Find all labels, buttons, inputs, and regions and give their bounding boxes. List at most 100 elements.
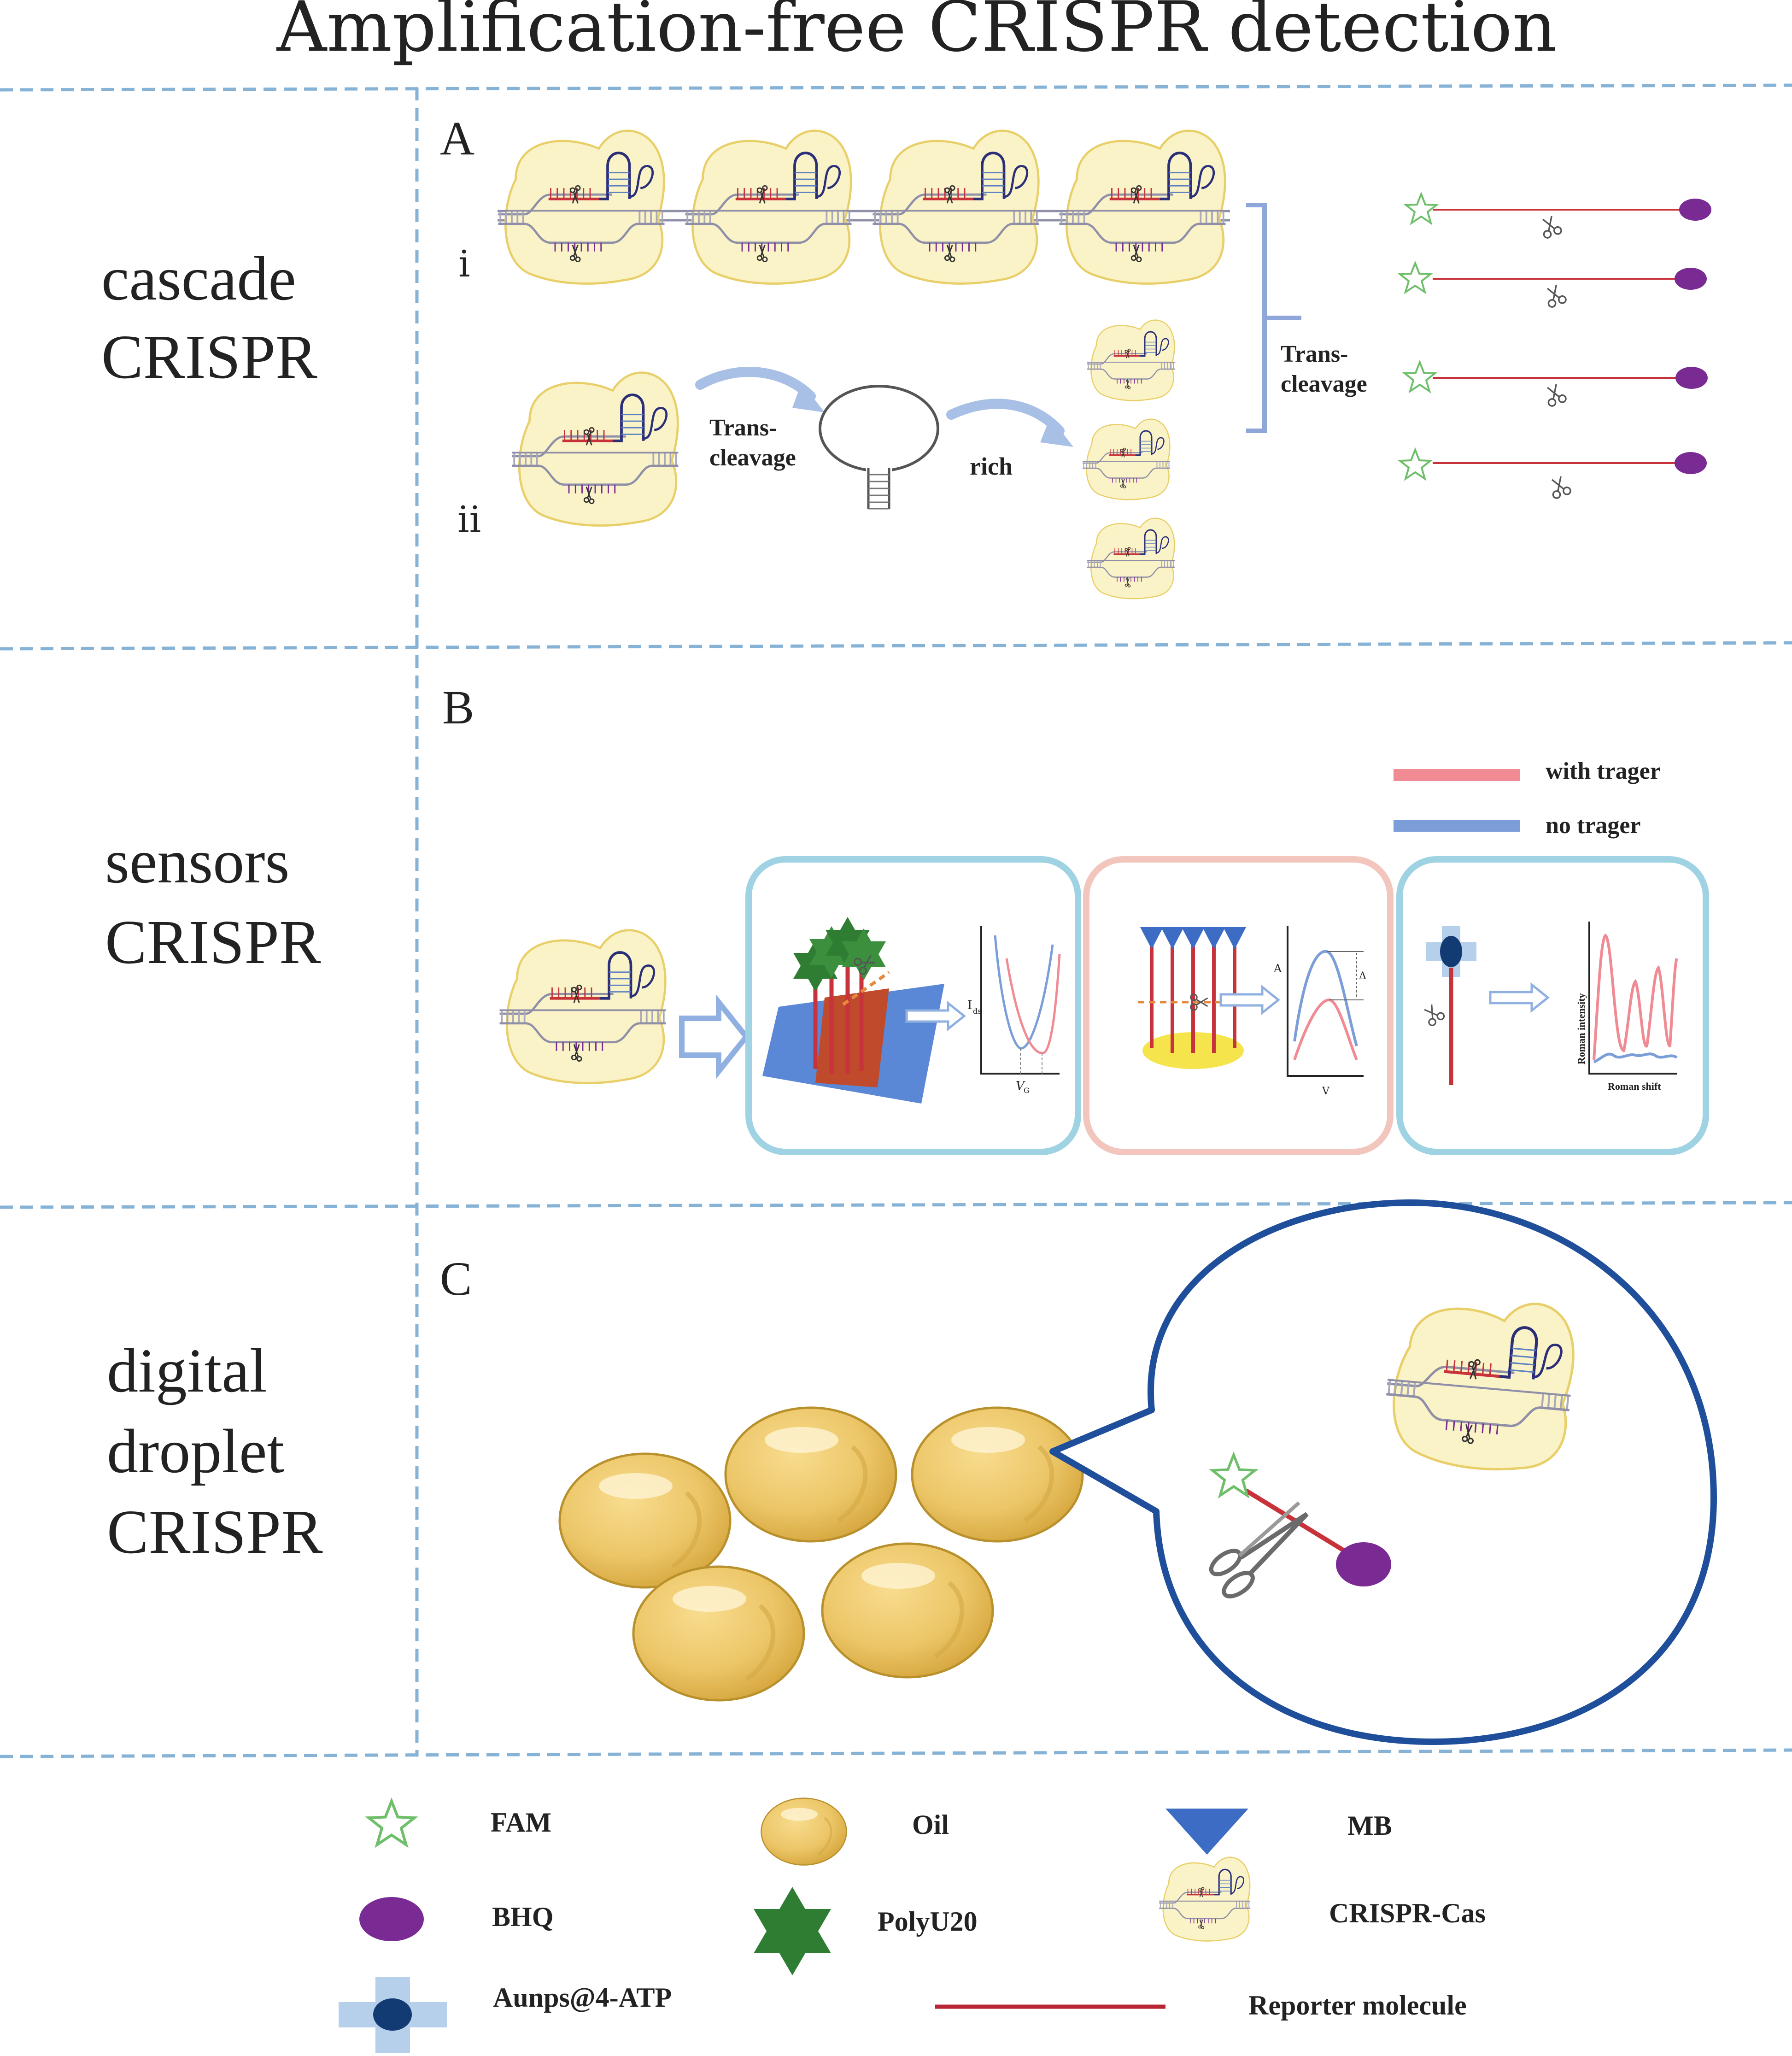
fam-star-icon [1405, 193, 1437, 224]
mb-triangle-icon [1223, 927, 1246, 949]
aunps-cross-icon [339, 1977, 447, 2053]
reporter-3 [1404, 361, 1708, 408]
mb-triangle-icon [1161, 927, 1184, 949]
bhq-ellipse-icon [1675, 367, 1708, 389]
oil-droplet-4 [633, 1567, 804, 1700]
row-label-sensors-line1: sensors [105, 827, 289, 896]
row-label-digital-line3: CRISPR [107, 1498, 323, 1567]
electrode [1138, 927, 1246, 1069]
row-label-digital: digital droplet CRISPR [107, 1336, 323, 1567]
sers-xlabel: Roman shift [1608, 1081, 1661, 1092]
fet-plot: I ds V G [967, 926, 1061, 1095]
row-label-cascade-line1: cascade [101, 244, 296, 313]
sers-curve-no-trager [1593, 1052, 1678, 1063]
aunps-cross-icon [1440, 936, 1462, 967]
scissors-icon [1542, 382, 1568, 408]
echem-xlabel: V [1322, 1086, 1330, 1097]
cas-complex-rich-1 [1086, 319, 1176, 401]
sers-probe [1420, 926, 1476, 1085]
fam-star-icon [1404, 361, 1436, 392]
polyu20-star-icon [842, 928, 886, 980]
rich-label: rich [970, 452, 1013, 480]
polyu20-star-icon [754, 1887, 831, 1975]
panel-a-sub-ii: ii [457, 498, 481, 541]
reporter-2 [1399, 262, 1707, 309]
cas-chain [498, 131, 1230, 284]
panel-c: C [440, 1199, 1717, 1745]
fam-star-icon [1399, 449, 1431, 480]
panel-b-letter: B [442, 681, 474, 734]
trager-legend: with trager no trager [1394, 758, 1661, 839]
row-label-digital-line1: digital [107, 1336, 267, 1405]
panel-c-letter: C [440, 1252, 472, 1305]
legend-fam-label: FAM [491, 1807, 551, 1838]
row-label-sensors-line2: CRISPR [105, 908, 321, 977]
fet-xlabel-sub: G [1024, 1086, 1030, 1095]
fet-ylabel-sub: ds [973, 1007, 981, 1016]
bhq-ellipse-icon [1675, 268, 1707, 290]
sers-curve-with-trager [1593, 934, 1678, 1060]
oil-droplet-3 [912, 1408, 1083, 1541]
row-label-cascade: cascade CRISPR [101, 244, 317, 392]
fet-curve-with-trager [1005, 953, 1061, 1054]
bhq-ellipse-icon [1336, 1542, 1391, 1586]
fet-xlabel: V [1016, 1079, 1025, 1093]
bhq-ellipse-icon [1679, 199, 1711, 221]
fam-star-icon [1399, 262, 1431, 293]
reporter-4 [1399, 449, 1707, 500]
fam-star-icon [369, 1801, 415, 1845]
bhq-ellipse-icon [359, 1897, 424, 1941]
reporter-zoom [1209, 1455, 1391, 1598]
panel-a: A i ii Trans- cleavage [440, 112, 1711, 599]
cas-complex-i-3 [873, 131, 1039, 284]
large-scissors-icon [1209, 1501, 1309, 1598]
grid-dividers [0, 83, 1792, 1758]
mb-triangle-icon [1140, 927, 1163, 949]
scissors-icon [1547, 474, 1572, 500]
fet-chip [762, 917, 944, 1104]
electrochem-plot: Δ A V [1273, 926, 1366, 1097]
no-trager-label: no trager [1546, 812, 1640, 839]
sers-ylabel: Roman intensity [1575, 993, 1587, 1064]
with-trager-label: with trager [1546, 758, 1661, 784]
trans-cleavage-center: Trans- cleavage [709, 415, 796, 471]
diagram-title: Amplification-free CRISPR detection [276, 0, 1557, 67]
crispr-cas-icon [1158, 1856, 1251, 1942]
cas-complex-i-1 [498, 131, 665, 284]
row-label-cascade-line2: CRISPR [101, 323, 317, 392]
hairpin-loop [819, 385, 939, 510]
trans-cleavage-right-line2: cleavage [1281, 371, 1367, 397]
curved-arrow-1 [695, 367, 816, 401]
panel-a-letter: A [440, 112, 474, 165]
cas-complex-sensor [500, 930, 666, 1083]
zoom-bubble [1049, 1199, 1717, 1745]
fet-ylabel: I [967, 999, 972, 1012]
echem-delta: Δ [1359, 970, 1366, 982]
legend-polyu20-label: PolyU20 [878, 1906, 978, 1937]
legend-oil-label: Oil [912, 1809, 949, 1840]
echem-ylabel: A [1273, 962, 1282, 975]
curved-arrow-2 [946, 399, 1065, 436]
bhq-ellipse-icon [1675, 452, 1707, 474]
cas-complex-i-4 [1060, 131, 1226, 284]
legend-reporter-label: Reporter molecule [1248, 1990, 1467, 2021]
mb-triangle-icon [1165, 1809, 1248, 1855]
oil-droplet-icon [761, 1798, 847, 1865]
cas-complex-ii [512, 373, 679, 526]
trans-cleavage-right: Trans- cleavage [1281, 341, 1367, 397]
sers-plot: Roman intensity Roman shift [1575, 922, 1678, 1092]
cas-complex-rich-3 [1086, 517, 1176, 599]
reporter-1 [1405, 193, 1711, 240]
legend-bhq-label: BHQ [492, 1902, 553, 1932]
sensor-arrow [679, 994, 750, 1080]
scissors-icon [1542, 283, 1568, 309]
row-label-digital-line2: droplet [107, 1417, 284, 1486]
mb-triangle-icon [1202, 927, 1225, 949]
trans-cleavage-right-line1: Trans- [1281, 341, 1348, 367]
trans-cleavage-center-line2: cleavage [709, 445, 796, 471]
legend-mb-label: MB [1347, 1810, 1392, 1841]
cas-complex-i-2 [685, 131, 852, 284]
bottom-legend: FAM Oil MB BHQ PolyU20 CRISPR-Cas Aunps@… [339, 1798, 1486, 2053]
legend-aunps-label: Aunps@4-ATP [493, 1982, 672, 2013]
